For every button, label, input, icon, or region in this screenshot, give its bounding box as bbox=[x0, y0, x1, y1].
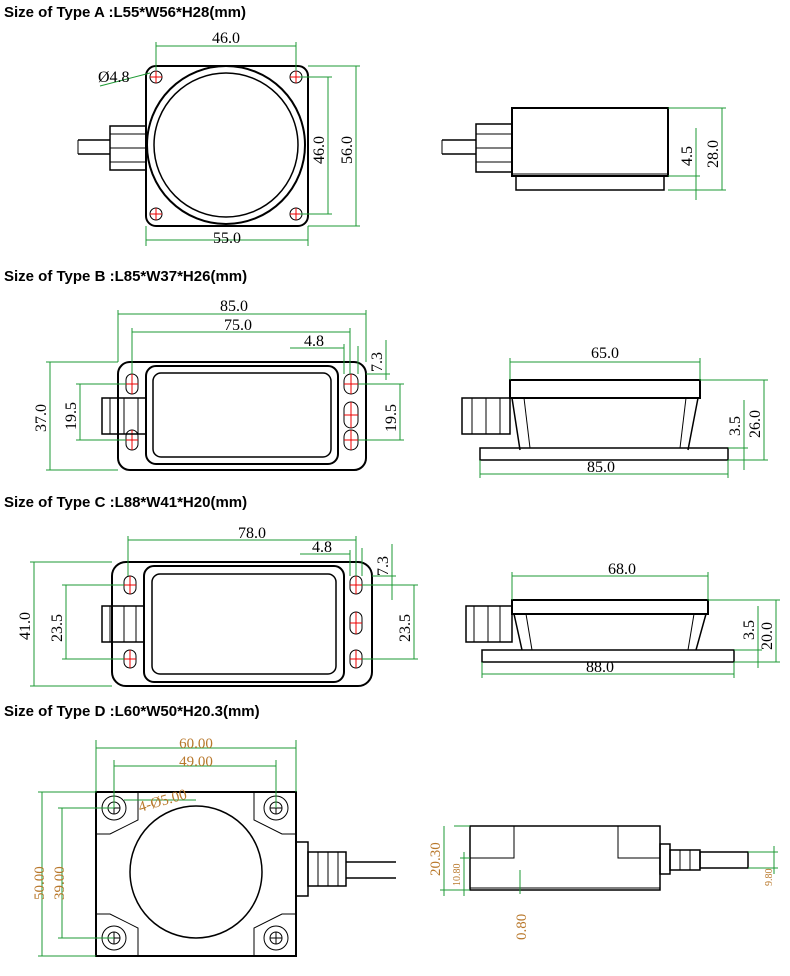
type-a-inner-height: 46.0 bbox=[311, 136, 328, 164]
type-d-body-height: 10.80 bbox=[452, 864, 463, 887]
title-type-d: Size of Type D :L60*W50*H20.3(mm) bbox=[4, 703, 260, 720]
title-type-a: Size of Type A :L55*W56*H28(mm) bbox=[4, 4, 246, 21]
type-c-hole-span: 78.0 bbox=[238, 525, 266, 542]
title-type-c: Size of Type C :L88*W41*H20(mm) bbox=[4, 494, 248, 511]
type-c-edge: 7.3 bbox=[375, 556, 392, 576]
type-d-side-view bbox=[440, 825, 778, 896]
title-type-b: Size of Type B :L85*W37*H26(mm) bbox=[4, 268, 248, 285]
type-d-top-view bbox=[38, 740, 396, 957]
type-c-base-length: 88.0 bbox=[586, 659, 614, 676]
type-c-top-view bbox=[30, 536, 418, 687]
type-d-width: 50.00 bbox=[32, 866, 48, 900]
type-b-length: 85.0 bbox=[220, 298, 248, 315]
type-d-base-offset: 0.80 bbox=[514, 914, 530, 940]
type-c-side-view bbox=[465, 572, 780, 678]
type-c-top-length: 68.0 bbox=[608, 561, 636, 578]
type-d-total-height: 20.30 bbox=[428, 842, 444, 876]
type-c-width: 41.0 bbox=[17, 612, 34, 640]
type-d-hole-pitch: 39.00 bbox=[52, 866, 68, 900]
type-d-hole-span: 49.00 bbox=[179, 754, 213, 770]
type-b-hole-span: 75.0 bbox=[224, 317, 252, 334]
type-b-width: 37.0 bbox=[33, 404, 50, 432]
type-c-pitch-right: 23.5 bbox=[397, 614, 414, 642]
type-a-total-height: 28.0 bbox=[705, 140, 722, 168]
type-b-base-length: 85.0 bbox=[587, 459, 615, 476]
type-a-base-height: 4.5 bbox=[679, 146, 696, 166]
type-c-pitch-left: 23.5 bbox=[49, 614, 66, 642]
type-c-base-height: 3.5 bbox=[741, 620, 758, 640]
type-b-pitch-left: 19.5 bbox=[63, 402, 80, 430]
type-b-top-view bbox=[46, 310, 404, 471]
type-a-bottom-width: 55.0 bbox=[213, 230, 241, 247]
type-b-total-height: 26.0 bbox=[747, 410, 764, 438]
type-a-side-view bbox=[441, 107, 726, 200]
type-a-top-width: 46.0 bbox=[212, 30, 240, 47]
type-b-pitch-right: 19.5 bbox=[383, 404, 400, 432]
type-b-slot: 4.8 bbox=[304, 333, 324, 350]
type-b-edge: 7.3 bbox=[369, 352, 386, 372]
type-d-cable-dia: 9.80 bbox=[764, 869, 775, 887]
type-a-outer-height: 56.0 bbox=[339, 136, 356, 164]
type-c-total-height: 20.0 bbox=[759, 622, 776, 650]
type-c-slot: 4.8 bbox=[312, 539, 332, 556]
type-b-top-length: 65.0 bbox=[591, 345, 619, 362]
type-a-hole-dia: Ø4.8 bbox=[98, 69, 130, 86]
type-d-length: 60.00 bbox=[179, 736, 213, 752]
type-a-top-view bbox=[77, 42, 360, 246]
type-b-base-height: 3.5 bbox=[727, 416, 744, 436]
type-b-side-view bbox=[461, 358, 768, 478]
